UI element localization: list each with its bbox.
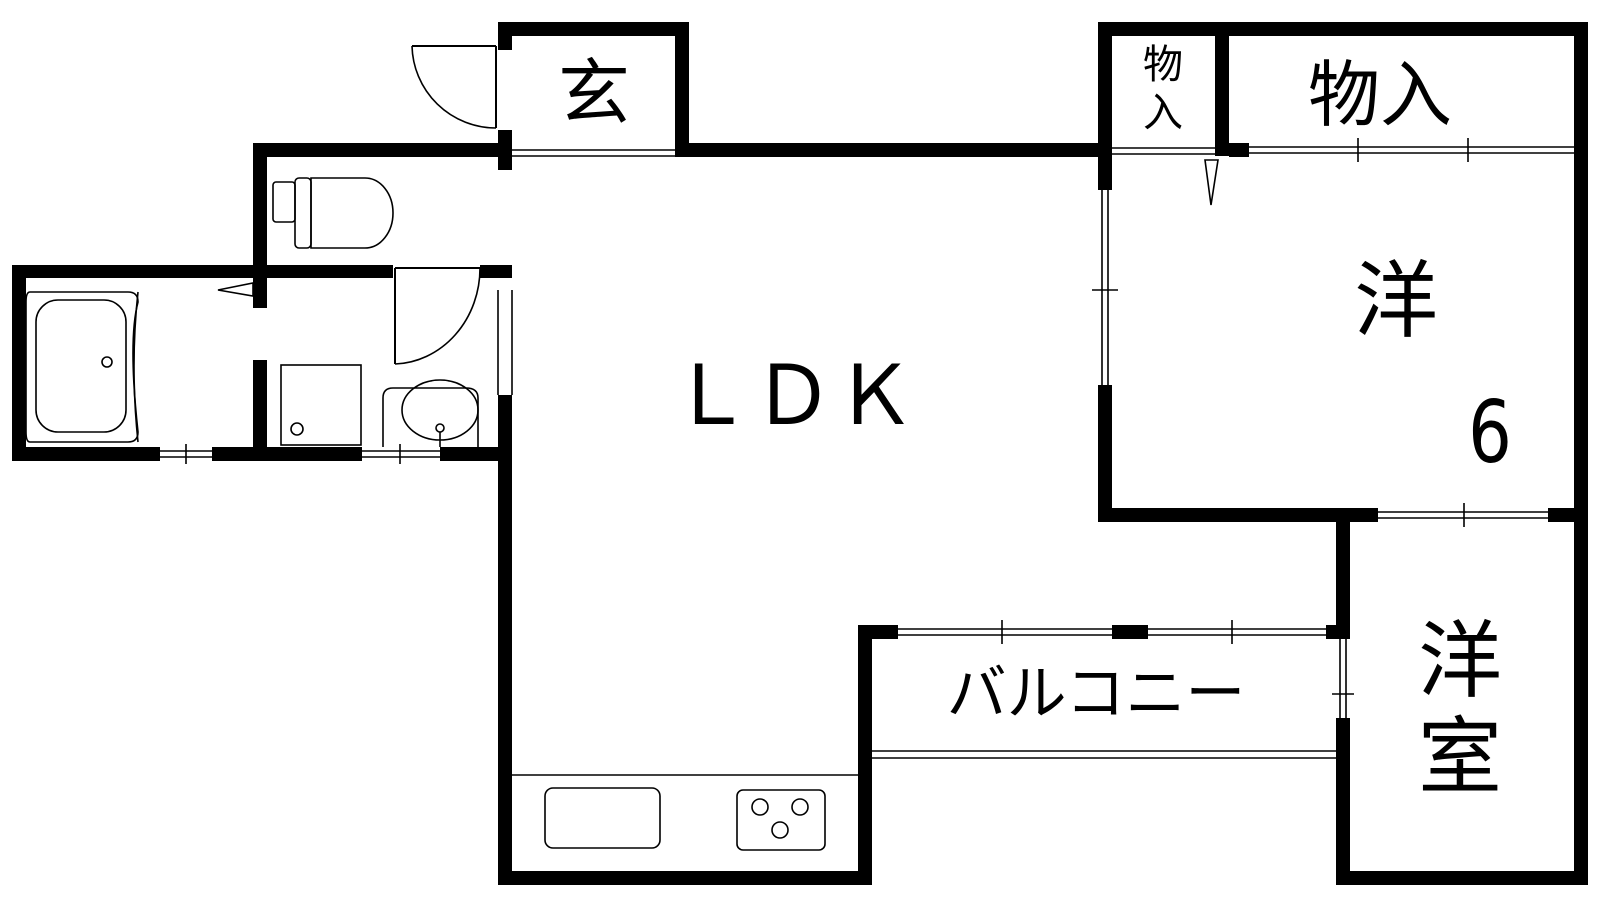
- room-label-entrance: 玄: [558, 51, 630, 135]
- room-label-ldk: ＬＤＫ: [670, 349, 916, 444]
- windows: [160, 138, 1574, 759]
- room-label-western: 洋: [1354, 252, 1438, 350]
- room-label-balcony: バルコニー: [947, 659, 1246, 729]
- washing-machine-icon: [280, 364, 362, 446]
- room-label-storage: 物入: [1308, 53, 1452, 137]
- room-label-storage-small-bottom: 入: [1143, 90, 1183, 136]
- walls: [12, 22, 1588, 885]
- room-size-western: 6: [1468, 384, 1512, 483]
- bathtub-icon: [25, 291, 139, 443]
- room-label-western-2-top: 洋: [1418, 612, 1502, 710]
- room-label-western-2-bottom: 室: [1418, 708, 1502, 806]
- room-label-storage-small-top: 物: [1143, 42, 1183, 88]
- washbasin-icon: [382, 379, 479, 447]
- stove-icon: [736, 789, 826, 851]
- sink-icon: [544, 787, 661, 849]
- door-swing-icon: [217, 45, 1219, 365]
- toilet-icon: [272, 177, 394, 249]
